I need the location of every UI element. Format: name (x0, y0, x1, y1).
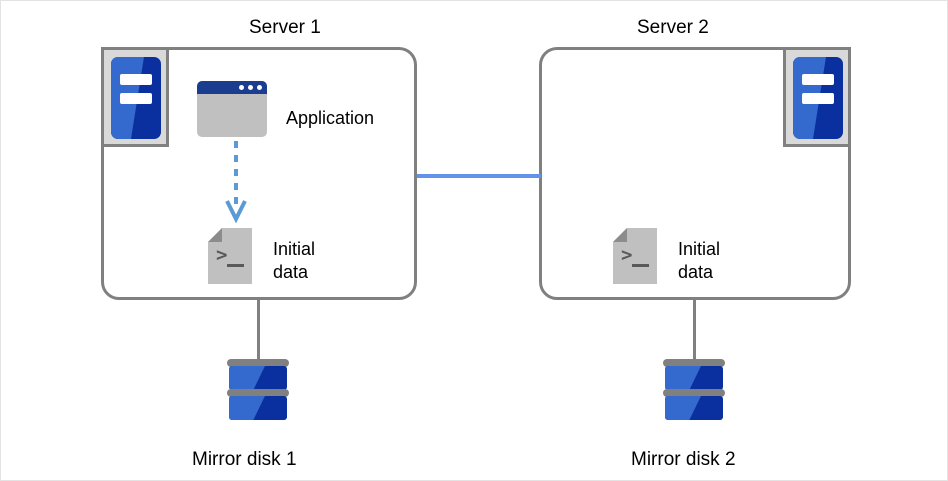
server-1-title: Server 1 (249, 17, 321, 38)
file-fold-corner (208, 228, 222, 242)
file-underscore-glyph (632, 264, 649, 267)
application-titlebar (197, 81, 267, 94)
disk-block-upper (229, 366, 287, 390)
window-dot-1 (239, 85, 244, 90)
window-dot-3 (257, 85, 262, 90)
disk-plate-middle (663, 389, 725, 397)
server-bar-top (802, 74, 834, 85)
disk-block-lower (229, 396, 287, 420)
server-bar-bottom (120, 93, 152, 104)
disk-block-lower (665, 396, 723, 420)
server-bar-bottom (802, 93, 834, 104)
data-file-icon: > (613, 228, 657, 284)
server-interconnect-link (417, 174, 541, 178)
server-2-to-disk-link (693, 299, 696, 361)
file-fold-corner (613, 228, 627, 242)
disk-plate-top (663, 359, 725, 367)
data-file-icon: > (208, 228, 252, 284)
server-chip (793, 57, 843, 139)
file-prompt-glyph: > (216, 244, 228, 266)
application-label: Application (286, 108, 375, 128)
disk-block-upper (665, 366, 723, 390)
server-bar-top (120, 74, 152, 85)
mirror-disk-1-label: Mirror disk 1 (192, 449, 297, 470)
application-window-icon (197, 81, 267, 137)
server-chip (111, 57, 161, 139)
mirror-disk-icon (227, 359, 289, 421)
disk-plate-top (227, 359, 289, 367)
mirror-disk-2-label: Mirror disk 2 (631, 449, 736, 470)
application-writes-initial-data-arrow (224, 141, 248, 223)
disk-plate-middle (227, 389, 289, 397)
file-underscore-glyph (227, 264, 244, 267)
window-dot-2 (248, 85, 253, 90)
server-icon (101, 47, 169, 147)
server-1-to-disk-link (257, 299, 260, 361)
server-icon (783, 47, 851, 147)
file-prompt-glyph: > (621, 244, 633, 266)
server-1-initial-data-label: Initial data (273, 239, 316, 282)
server-2-initial-data-label: Initial data (678, 239, 721, 282)
server-2-title: Server 2 (637, 17, 709, 38)
mirror-disk-icon (663, 359, 725, 421)
